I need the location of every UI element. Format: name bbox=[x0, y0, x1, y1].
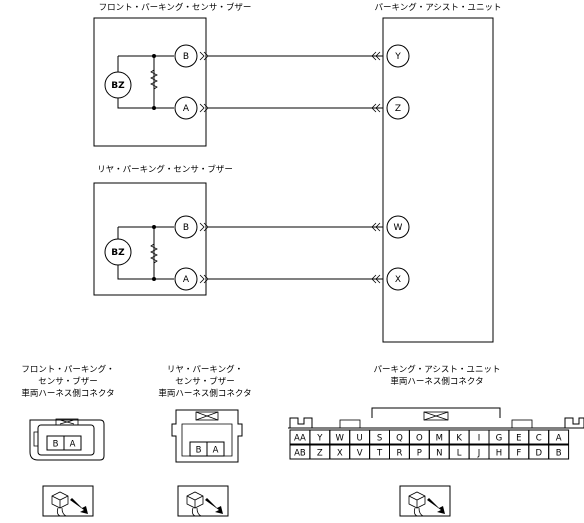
connector-chevron bbox=[199, 222, 209, 232]
unit-conn-pin-label: H bbox=[496, 449, 502, 459]
connector-chevron bbox=[371, 274, 381, 284]
unit-conn-pin-label: I bbox=[478, 434, 481, 444]
rear-pin-a-label: A bbox=[183, 275, 190, 285]
front-conn-pin-b-label: B bbox=[53, 440, 59, 450]
caption-line: 車両ハーネス側コネクタ bbox=[390, 376, 483, 387]
unit-pin-x bbox=[386, 267, 410, 291]
unit-conn-pin-label: E bbox=[516, 434, 521, 444]
rear-bz-circle bbox=[104, 238, 132, 266]
front-bz-label: BZ bbox=[111, 81, 125, 91]
front-connector-caption: フロント・パーキング・ センサ・ブザー 車両ハーネス側コネクタ bbox=[21, 364, 114, 399]
front-buzzer: BZ B A bbox=[93, 17, 207, 147]
caption-line: フロント・パーキング・ bbox=[21, 364, 114, 375]
unit-conn-pin-label: AA bbox=[294, 434, 306, 444]
unit-conn-pin-label: C bbox=[536, 434, 542, 444]
unit-connector-face: AA Y W U S Q O M K I G E C A AB Z X V T R P N L J H F D B bbox=[288, 407, 584, 460]
unit-conn-pin-label: J bbox=[477, 449, 481, 459]
unit-conn-pin-label: L bbox=[457, 449, 462, 459]
rear-conn-pin-b-label: B bbox=[196, 446, 202, 456]
connector-chevron bbox=[371, 222, 381, 232]
unit-conn-pin-label: P bbox=[417, 449, 422, 459]
parking-assist-unit-title: パーキング・アシスト・ユニット bbox=[375, 2, 502, 13]
front-conn-pin-a bbox=[63, 435, 82, 451]
unit-pin-y bbox=[386, 44, 410, 68]
unit-conn-pin-label: S bbox=[377, 434, 382, 444]
unit-conn-pin-label: F bbox=[516, 449, 521, 459]
unit-conn-pin-label: K bbox=[456, 434, 462, 444]
front-pin-b bbox=[174, 44, 198, 68]
unit-conn-cell bbox=[548, 444, 570, 460]
unit-conn-pin-label: A bbox=[556, 434, 562, 444]
front-bz-circle bbox=[104, 71, 132, 99]
rear-buzzer-title: リヤ・パーキング・センサ・ブザー bbox=[97, 164, 233, 175]
wires bbox=[199, 51, 383, 284]
caption-line: 車両ハーネス側コネクタ bbox=[158, 388, 251, 399]
unit-pin-z-label: Z bbox=[395, 104, 401, 114]
front-view-icon bbox=[42, 485, 94, 517]
unit-conn-pin-label: R bbox=[396, 449, 402, 459]
unit-conn-pin-label: D bbox=[535, 449, 542, 459]
unit-conn-pin-label: W bbox=[336, 434, 345, 444]
unit-conn-pin-label: U bbox=[357, 434, 363, 444]
front-conn-pin-a-label: A bbox=[70, 440, 76, 450]
unit-conn-pin-label: B bbox=[556, 449, 562, 459]
front-buzzer-title: フロント・パーキング・センサ・ブザー bbox=[99, 2, 252, 13]
unit-conn-pin-label: V bbox=[357, 449, 363, 459]
rear-pin-b bbox=[174, 215, 198, 239]
connector-chevron bbox=[199, 51, 209, 61]
rear-buzzer: BZ B A bbox=[93, 182, 207, 296]
unit-conn-pin-label: M bbox=[436, 434, 443, 444]
front-pin-a bbox=[174, 96, 198, 120]
unit-pin-y-label: Y bbox=[394, 52, 401, 62]
unit-conn-pin-label: Y bbox=[316, 434, 323, 444]
view-icon-frame bbox=[42, 485, 94, 517]
connector-chevron bbox=[199, 274, 209, 284]
caption-line: 車両ハーネス側コネクタ bbox=[21, 388, 114, 399]
unit-conn-pin-label: G bbox=[496, 434, 503, 444]
front-pin-a-label: A bbox=[183, 104, 190, 114]
caption-line: パーキング・アシスト・ユニット bbox=[374, 364, 501, 375]
rear-buzzer-box bbox=[93, 182, 207, 296]
rear-conn-pin-a bbox=[206, 441, 225, 457]
connector-chevron bbox=[371, 103, 381, 113]
rear-conn-pin-a-label: A bbox=[213, 446, 219, 456]
unit-pin-z bbox=[386, 96, 410, 120]
unit-connector-caption: パーキング・アシスト・ユニット 車両ハーネス側コネクタ bbox=[374, 364, 501, 387]
unit-pin-grid: AA Y W U S Q O M K I G E C A AB Z X V T R P N L J H F D B bbox=[289, 429, 570, 460]
unit-conn-pin-label: AB bbox=[294, 449, 306, 459]
front-pin-b-label: B bbox=[183, 52, 189, 62]
rear-bz-label: BZ bbox=[111, 248, 125, 258]
unit-conn-pin-label: O bbox=[416, 434, 423, 444]
connector-chevron bbox=[199, 103, 209, 113]
unit-pin-w bbox=[386, 215, 410, 239]
front-connector-face: B A bbox=[29, 418, 105, 461]
unit-conn-pin-label: Q bbox=[396, 434, 403, 444]
front-buzzer-box bbox=[93, 17, 207, 147]
caption-line: センサ・ブザー bbox=[38, 376, 98, 387]
unit-pins: Y Z W X bbox=[386, 44, 410, 291]
rear-connector-face: B A bbox=[171, 409, 243, 463]
unit-conn-pin-label: N bbox=[436, 449, 442, 459]
connector-chevron bbox=[371, 51, 381, 61]
rear-connector-caption: リヤ・パーキング・ センサ・ブザー 車両ハーネス側コネクタ bbox=[158, 364, 251, 399]
caption-line: リヤ・パーキング・ bbox=[167, 364, 243, 375]
rear-pin-a bbox=[174, 267, 198, 291]
unit-conn-pin-label: X bbox=[337, 449, 343, 459]
parking-assist-unit-box bbox=[382, 17, 494, 343]
unit-conn-cell bbox=[548, 429, 570, 445]
rear-pin-b-label: B bbox=[183, 223, 189, 233]
unit-conn-pin-label: Z bbox=[317, 449, 323, 459]
unit-view-icon bbox=[399, 485, 451, 517]
rear-view-icon bbox=[177, 485, 229, 517]
unit-pin-x-label: X bbox=[395, 275, 401, 285]
unit-pin-w-label: W bbox=[394, 223, 403, 233]
view-icon-frame bbox=[399, 485, 451, 517]
view-icon-frame bbox=[177, 485, 229, 517]
unit-conn-pin-label: T bbox=[376, 449, 383, 459]
caption-line: センサ・ブザー bbox=[175, 376, 235, 387]
